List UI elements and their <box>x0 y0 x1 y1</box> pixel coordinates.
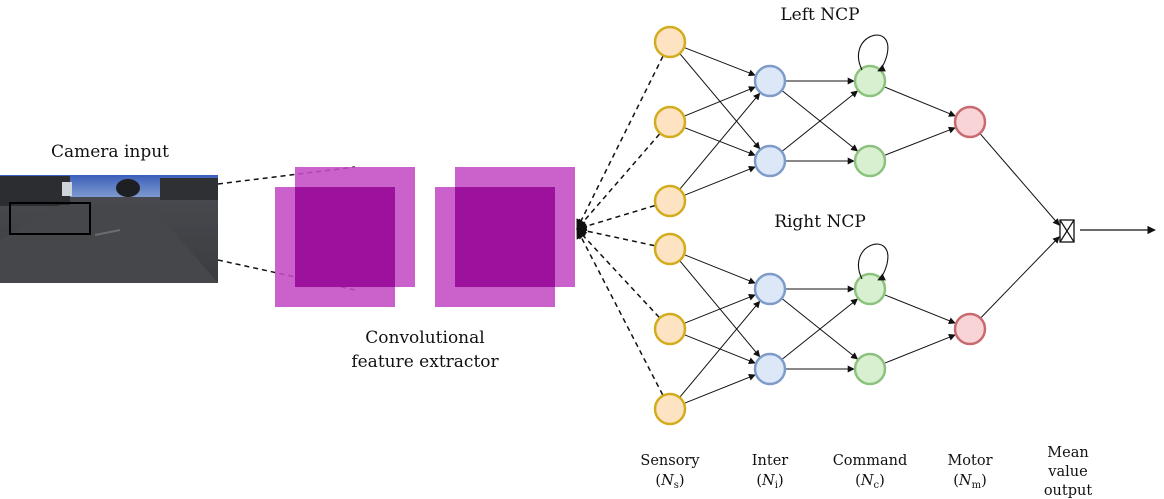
motor-to-mean-edge <box>980 236 1060 319</box>
sensory-to-inter-edge <box>683 294 756 324</box>
sensory-to-inter-edge <box>683 254 756 284</box>
motor-layer-label: Motor <box>947 453 992 469</box>
motor-neuron <box>953 105 987 139</box>
inter-symbol: (Ni) <box>756 473 783 491</box>
conv-label-line1: Convolutional <box>365 328 484 348</box>
motor-to-mean-edge <box>979 133 1060 226</box>
sensory-to-inter-edge <box>683 46 756 77</box>
inter-neuron <box>753 64 787 98</box>
command-to-motor-edge <box>883 294 956 324</box>
conv-feature-extractor <box>275 167 575 307</box>
command-neuron <box>853 352 887 386</box>
inter-neuron <box>753 144 787 178</box>
sensory-neuron <box>653 105 687 139</box>
self-loop-left <box>857 34 889 72</box>
feature-to-sensory-edge <box>576 228 664 396</box>
feature-to-sensory-edge <box>576 228 660 318</box>
conv-label-line2: feature extractor <box>351 352 499 372</box>
sensory-symbol: (Ns) <box>655 473 684 491</box>
sensory-neuron <box>653 184 687 218</box>
sensory-neuron <box>653 392 687 426</box>
sensory-to-inter-edge <box>683 374 756 404</box>
sensory-to-inter-edge <box>683 86 756 117</box>
sensory-neuron <box>653 232 687 266</box>
sensory-to-inter-edge <box>683 166 756 196</box>
sensory-neuron <box>653 312 687 346</box>
sensory-to-inter-edge <box>679 92 761 190</box>
right-ncp-label: Right NCP <box>774 212 866 232</box>
command-to-motor-edge <box>883 334 956 364</box>
output-label-line2: value <box>1047 464 1087 480</box>
boxed-x-icon <box>1059 219 1075 243</box>
command-neuron <box>853 64 887 98</box>
output-label-line3: output <box>1044 483 1093 499</box>
output-label-line1: Mean <box>1047 445 1088 461</box>
sensory-to-inter-edge <box>679 300 761 398</box>
command-symbol: (Nc) <box>855 473 885 491</box>
feature-to-sensory-edge <box>575 225 655 247</box>
sensory-neuron <box>653 25 687 59</box>
inter-neuron <box>753 352 787 386</box>
command-to-motor-edge <box>883 126 956 157</box>
camera-input-label: Camera input <box>51 142 169 162</box>
command-neuron <box>853 144 887 178</box>
command-to-motor-edge <box>883 86 956 117</box>
feature-to-sensory-edge <box>576 133 661 230</box>
self-loop-right <box>857 243 889 281</box>
command-layer-label: Command <box>833 453 908 469</box>
command-neuron <box>853 272 887 306</box>
camera-image <box>0 175 218 283</box>
inter-to-command-edge <box>781 90 859 153</box>
feature-to-sensory-edge <box>576 55 664 230</box>
inter-to-command-edge <box>781 298 859 361</box>
left-ncp-label: Left NCP <box>780 5 859 25</box>
motor-symbol: (Nm) <box>953 473 987 491</box>
sensory-layer-label: Sensory <box>640 453 700 469</box>
motor-neuron <box>953 312 987 346</box>
crop-region-box <box>9 202 91 235</box>
feature-to-sensory-edge <box>575 204 655 232</box>
inter-layer-label: Inter <box>752 453 788 469</box>
inter-neuron <box>753 272 787 306</box>
